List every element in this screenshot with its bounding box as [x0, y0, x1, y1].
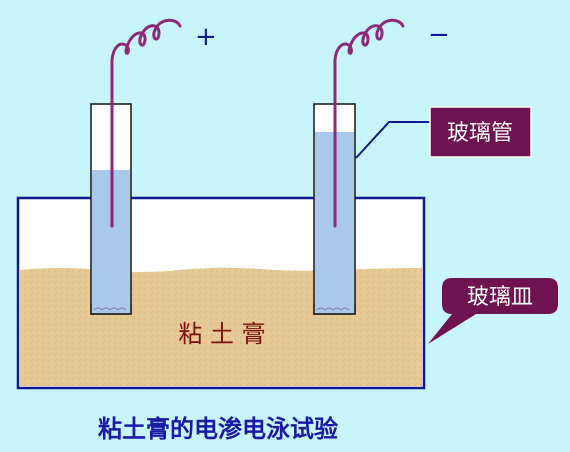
- tube-callout-leader: [355, 121, 430, 159]
- tube-label: 玻璃管: [447, 121, 513, 146]
- diagram-caption: 粘土膏的电渗电泳试验: [98, 414, 338, 443]
- tube-callout-box: [429, 106, 532, 158]
- positive-electrode-wire: [110, 18, 182, 228]
- clay-label: 粘 土 膏: [178, 320, 265, 348]
- dish-label: 玻璃皿: [467, 285, 533, 310]
- glass-dish: [16, 196, 426, 390]
- negative-sign: −: [428, 20, 450, 50]
- dish-callout-box: [428, 278, 558, 344]
- negative-electrode-wire: [333, 18, 405, 228]
- positive-sign: +: [195, 22, 217, 52]
